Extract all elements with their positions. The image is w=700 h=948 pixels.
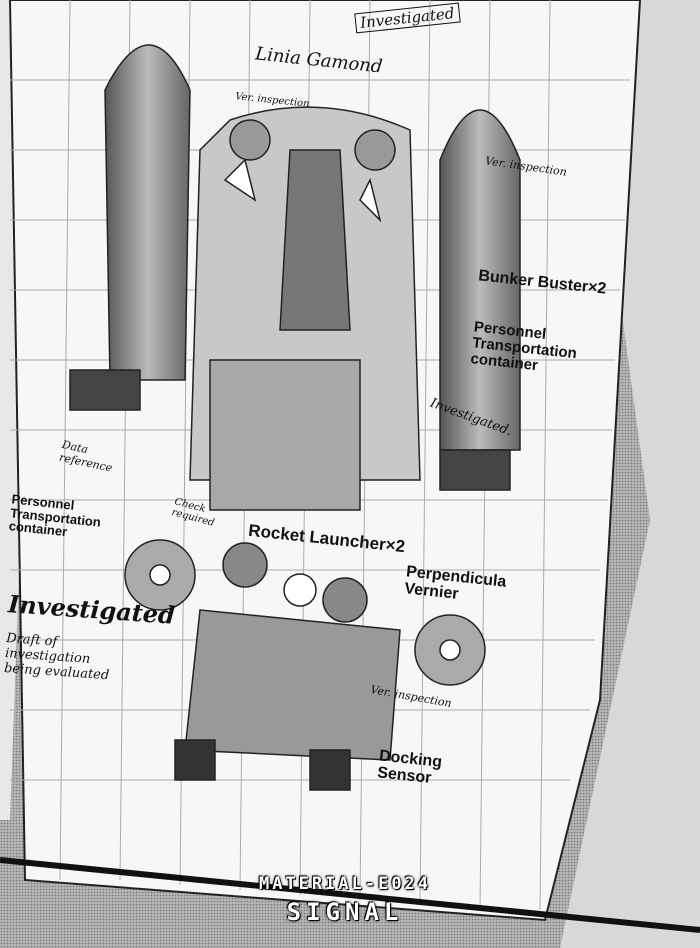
- vehicle-drawing: [69, 44, 521, 791]
- label-docking-sensor: Docking Sensor: [376, 747, 443, 787]
- rocket-launcher-unit: [184, 609, 401, 761]
- side-documents: [560, 0, 700, 948]
- paper-edge: [0, 857, 700, 933]
- caption-title: SIGNAL: [286, 898, 404, 926]
- bunker-buster-left: [104, 44, 191, 381]
- caption-material-code: MATERIAL-E024: [258, 874, 432, 894]
- bunker-buster-right: [439, 109, 521, 451]
- note-left-draft: Draft of investigation being evaluated: [3, 631, 110, 684]
